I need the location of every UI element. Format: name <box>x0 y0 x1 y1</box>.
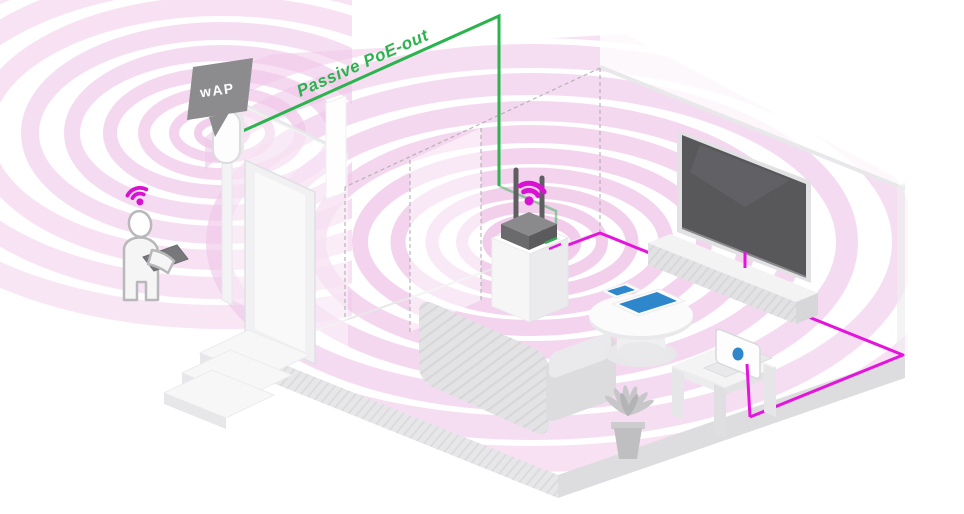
router-poe-port <box>544 236 558 245</box>
wifi-router <box>490 167 570 323</box>
plant-pot <box>614 428 642 459</box>
stairs <box>162 329 312 429</box>
wifi-arc <box>125 185 149 198</box>
desk-edge-left <box>672 366 726 395</box>
wifi-ring <box>0 0 352 329</box>
furniture <box>419 130 818 459</box>
desk-leg <box>764 364 776 417</box>
plant <box>604 385 654 459</box>
tv-screen-glare <box>690 145 790 207</box>
poe-cable <box>235 13 501 186</box>
wap-label: wAP <box>198 80 236 101</box>
laptop-logo <box>732 347 744 361</box>
wifi-signal-icon <box>125 185 149 206</box>
tv-console <box>648 234 818 324</box>
person-arm <box>146 248 176 275</box>
sofa-backrest-texture <box>419 301 549 434</box>
console-front-texture <box>648 243 796 324</box>
console-end <box>796 293 818 324</box>
sofa <box>419 301 616 434</box>
table-base <box>617 342 665 362</box>
wifi-arc <box>130 191 146 200</box>
outside-fade-right <box>905 188 964 514</box>
tablet-screen <box>619 292 677 313</box>
door-opening <box>255 172 305 352</box>
wifi-signal-icon <box>517 180 547 206</box>
right-wall-corner <box>897 183 905 359</box>
router-front-right <box>529 224 557 250</box>
speech-bubble-tail <box>209 113 229 137</box>
wifi-ring <box>205 34 908 472</box>
outside-fade-top <box>600 0 964 212</box>
wap-access-point: wAP <box>187 58 253 164</box>
plant-leaf <box>627 399 654 416</box>
roof-edge-right <box>599 65 906 191</box>
smartphone-screen <box>607 285 635 296</box>
desk-leg <box>714 384 726 438</box>
pedestal-right <box>529 237 569 323</box>
person-body <box>122 236 160 302</box>
speech-bubble <box>187 58 253 120</box>
router-lan-port <box>548 242 562 251</box>
tv <box>677 130 811 283</box>
console-top <box>648 234 818 302</box>
wifi-dot <box>524 196 534 206</box>
half-wall-panel <box>410 128 481 332</box>
coffee-table <box>589 282 693 367</box>
sofa-cushion <box>549 333 611 378</box>
desk-edge-right <box>726 367 776 395</box>
plant-pot-rim <box>611 422 645 429</box>
wifi-arc <box>521 187 541 198</box>
laptop <box>702 328 774 380</box>
wifi-arc <box>517 180 547 195</box>
room-structure <box>162 65 906 498</box>
router-front-left <box>501 224 529 250</box>
stair-riser <box>164 393 226 429</box>
lan-cable-to-laptop <box>745 363 752 418</box>
person-with-tablet <box>122 185 189 302</box>
wifi-dot <box>136 198 144 206</box>
floor-slab-left-hatch <box>253 352 558 498</box>
wall-panel <box>325 95 347 200</box>
plant-leaf <box>626 394 639 416</box>
hidden-wall-edge <box>344 67 601 188</box>
desk-leg <box>672 368 684 420</box>
